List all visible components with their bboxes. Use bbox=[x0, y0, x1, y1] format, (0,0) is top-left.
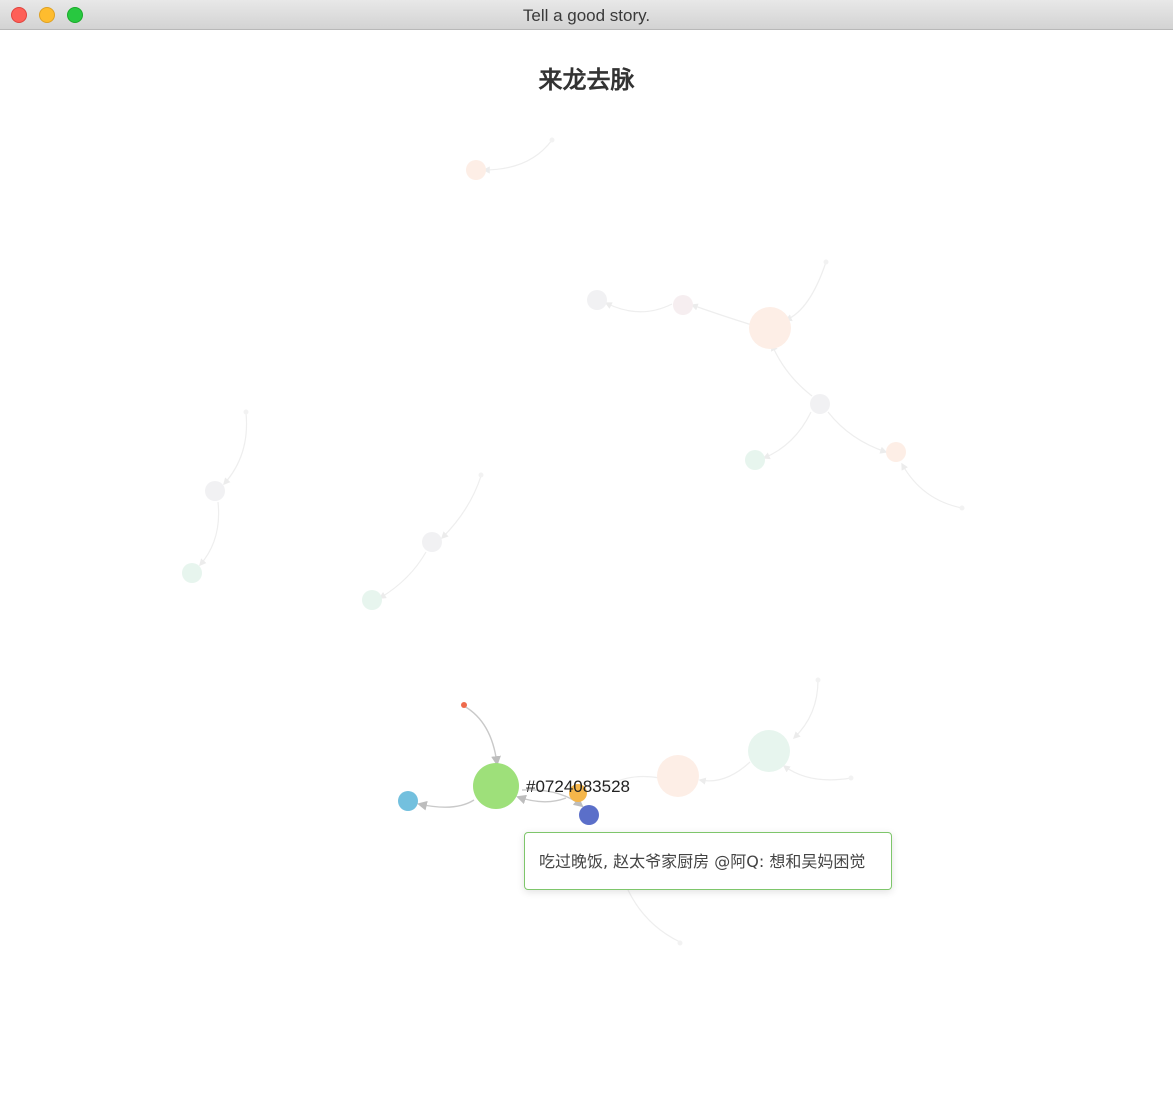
active-nodes: #0724083528 bbox=[398, 702, 630, 825]
graph-edge bbox=[199, 501, 220, 567]
faded-nodes bbox=[182, 137, 965, 946]
graph-node[interactable] bbox=[362, 590, 382, 610]
graph-edge bbox=[782, 765, 852, 781]
graph-node[interactable] bbox=[579, 805, 599, 825]
graph-node[interactable] bbox=[810, 394, 830, 414]
graph-edge bbox=[417, 799, 475, 811]
graph-edge bbox=[600, 775, 661, 791]
graph-node[interactable] bbox=[549, 137, 555, 143]
graph-edge bbox=[627, 889, 681, 943]
graph-node[interactable] bbox=[848, 775, 854, 781]
graph-edge bbox=[690, 303, 753, 326]
maximize-window-button[interactable] bbox=[67, 7, 83, 23]
window-title: Tell a good story. bbox=[522, 6, 651, 25]
graph-node[interactable] bbox=[422, 532, 442, 552]
graph-edge bbox=[762, 411, 812, 460]
graph-node[interactable] bbox=[398, 791, 418, 811]
graph-node-highlighted[interactable] bbox=[473, 763, 519, 809]
graph-node[interactable] bbox=[657, 755, 699, 797]
close-window-button[interactable] bbox=[11, 7, 27, 23]
page-title: 来龙去脉 bbox=[538, 66, 635, 94]
graph-edge bbox=[784, 261, 827, 322]
graph-edge bbox=[792, 679, 819, 739]
faded-edges bbox=[199, 139, 963, 943]
graph-edge bbox=[440, 475, 482, 540]
title-bar[interactable]: Tell a good story. bbox=[0, 0, 1173, 30]
graph-node[interactable] bbox=[959, 505, 965, 511]
graph-node[interactable] bbox=[677, 940, 683, 946]
graph-edge bbox=[223, 412, 248, 486]
graph-edge bbox=[378, 551, 427, 599]
graph-node[interactable] bbox=[587, 290, 607, 310]
graph-edge bbox=[827, 411, 888, 454]
graph-node[interactable] bbox=[569, 784, 587, 802]
graph-edge bbox=[463, 705, 501, 766]
graph-node[interactable] bbox=[745, 450, 765, 470]
graph-node[interactable] bbox=[673, 295, 693, 315]
graph-node[interactable] bbox=[466, 160, 486, 180]
graph-edge bbox=[698, 761, 751, 785]
graph-node[interactable] bbox=[748, 730, 790, 772]
graph-node[interactable] bbox=[823, 259, 829, 265]
minimize-window-button[interactable] bbox=[39, 7, 55, 23]
graph-edge bbox=[604, 302, 673, 313]
active-edges bbox=[417, 705, 584, 811]
graph-edge bbox=[901, 462, 963, 509]
graph-node[interactable] bbox=[478, 472, 484, 478]
node-label: #0724083528 bbox=[526, 777, 630, 796]
graph-edge bbox=[516, 794, 567, 805]
graph-node[interactable] bbox=[886, 442, 906, 462]
graph-node[interactable] bbox=[749, 307, 791, 349]
graph-node[interactable] bbox=[182, 563, 202, 583]
graph-node-source[interactable] bbox=[461, 702, 467, 708]
graph-node[interactable] bbox=[815, 677, 821, 683]
graph-node[interactable] bbox=[243, 409, 249, 415]
node-tooltip: 吃过晚饭, 赵太爷家厨房 @阿Q: 想和吴妈困觉 bbox=[524, 832, 892, 890]
graph-edge bbox=[770, 343, 813, 397]
graph-edge bbox=[482, 139, 553, 174]
graph-edge bbox=[521, 789, 584, 808]
graph-node[interactable] bbox=[205, 481, 225, 501]
